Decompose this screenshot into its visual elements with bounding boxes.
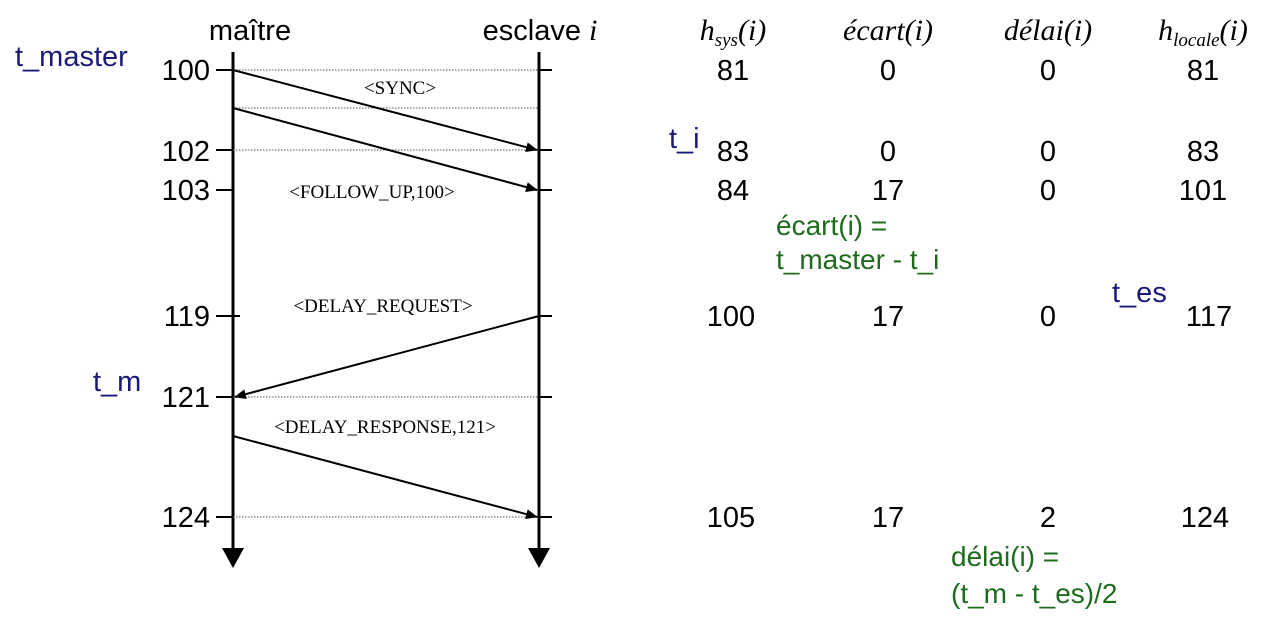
- cell-ecart: 17: [872, 301, 904, 333]
- delay-request-label: <DELAY_REQUEST>: [293, 296, 472, 317]
- time-label: 103: [162, 175, 210, 207]
- cell-hsys: 105: [707, 502, 755, 534]
- ecart-formula-line1: écart(i) =: [776, 210, 887, 241]
- time-label: 119: [164, 301, 210, 333]
- cell-ecart: 0: [880, 136, 896, 168]
- master-lane-title: maître: [209, 15, 291, 47]
- time-label: 124: [162, 502, 210, 534]
- follow-up-label: <FOLLOW_UP,100>: [289, 182, 455, 203]
- sync-arrow: [232, 69, 538, 153]
- var-t-i: t_i: [669, 123, 700, 155]
- delay-request-arrow: [234, 315, 540, 399]
- delay-response-arrow: [232, 435, 538, 519]
- header-delai: délai(i): [1004, 14, 1092, 47]
- delai-formula-line1: délai(i) =: [951, 541, 1059, 572]
- cell-delai: 0: [1040, 136, 1056, 168]
- master-timeline-arrow: [222, 548, 244, 568]
- cell-hsys: 84: [717, 175, 749, 207]
- cell-delai: 0: [1040, 55, 1056, 87]
- cell-hsys: 100: [707, 301, 755, 333]
- time-label: 102: [162, 136, 210, 168]
- time-label: 100: [162, 55, 210, 87]
- slave-lane-title: esclave i: [483, 14, 598, 47]
- cell-hlocale: 101: [1179, 175, 1227, 207]
- cell-delai: 0: [1040, 301, 1056, 333]
- cell-delai: 2: [1040, 502, 1056, 534]
- var-t-es: t_es: [1112, 277, 1167, 309]
- ecart-formula-line2: t_master - t_i: [776, 244, 939, 275]
- delay-response-label: <DELAY_RESPONSE,121>: [274, 417, 496, 438]
- cell-ecart: 17: [872, 175, 904, 207]
- cell-hlocale: 83: [1187, 136, 1219, 168]
- var-t-master: t_master: [15, 41, 128, 73]
- delai-formula-line2: (t_m - t_es)/2: [951, 578, 1117, 609]
- cell-hsys: 83: [717, 136, 749, 168]
- cell-hlocale: 124: [1181, 502, 1229, 534]
- cell-ecart: 17: [872, 502, 904, 534]
- follow-up-arrow: [232, 107, 538, 192]
- cell-hlocale: 81: [1187, 55, 1219, 87]
- cell-ecart: 0: [880, 55, 896, 87]
- header-hlocale: hlocale(i): [1158, 14, 1248, 51]
- header-ecart: écart(i): [843, 14, 933, 47]
- header-hsys: hsys(i): [700, 14, 767, 51]
- var-t-m: t_m: [93, 366, 141, 398]
- cell-hlocale: 117: [1186, 301, 1232, 333]
- time-label: 121: [162, 382, 210, 414]
- sync-label: <SYNC>: [364, 78, 436, 99]
- cell-hsys: 81: [717, 55, 749, 87]
- cell-delai: 0: [1040, 175, 1056, 207]
- slave-timeline-arrow: [528, 548, 550, 568]
